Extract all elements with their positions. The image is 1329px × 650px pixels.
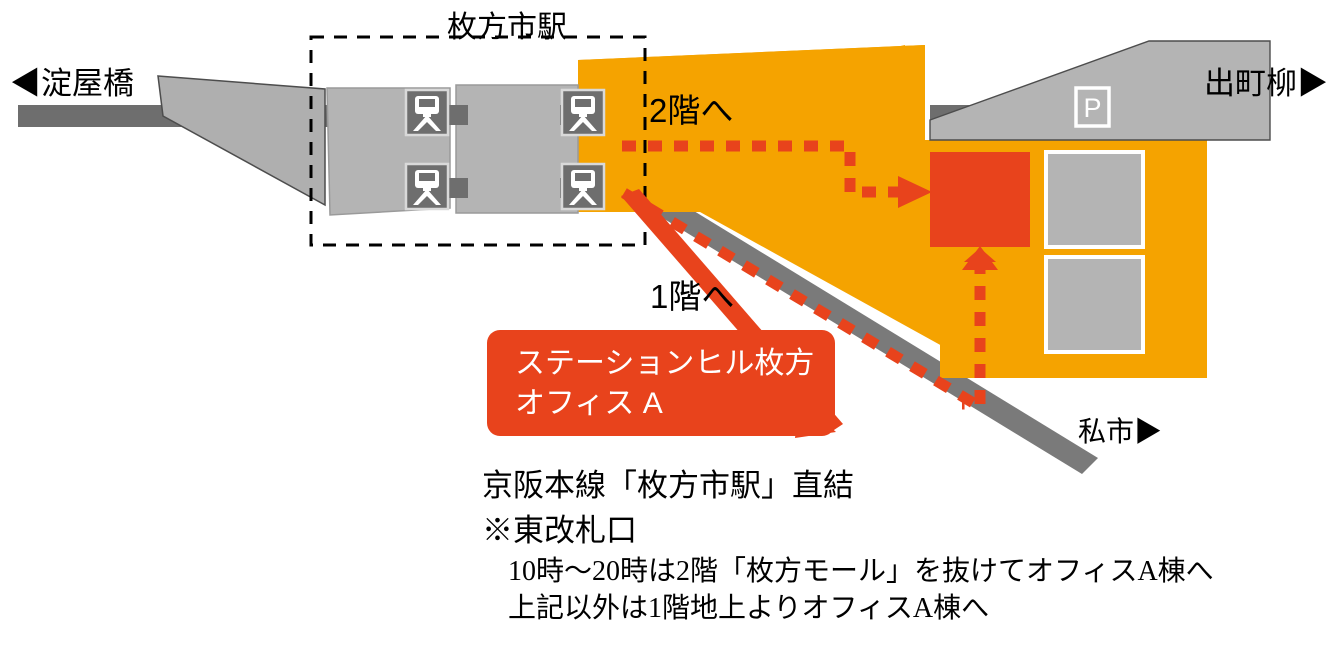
office-a-building (930, 152, 1030, 247)
train-icon (560, 88, 606, 137)
route-2f-path (622, 140, 900, 198)
mall-orange-upper (578, 45, 925, 148)
train-icon (404, 162, 450, 211)
parking-icon-letter: P (1083, 93, 1101, 123)
direction-label-west: ◀淀屋橋 (10, 66, 134, 101)
direction-label-east: 出町柳▶ (1204, 66, 1328, 101)
note-line-daytime-route: 10時〜20時は2階「枚方モール」を抜けてオフィスA棟へ (508, 556, 1214, 587)
route-1f-label: 1階へ (650, 278, 735, 315)
note-line-station-link: 京阪本線「枚方市駅」直結 (482, 468, 854, 503)
platform-west (157, 75, 326, 207)
parking-deck (929, 40, 1271, 141)
office-callout-box: ステーションヒル枚方 オフィス A (487, 330, 835, 436)
callout-line-2: オフィス A (515, 387, 663, 420)
building-block-lower (1044, 255, 1145, 354)
route-2f-arrowhead (898, 176, 932, 208)
access-notes: 京阪本線「枚方市駅」直結 ※東改札口 10時〜20時は2階「枚方モール」を抜けて… (482, 463, 1322, 627)
station-name-label: 枚方市駅 (447, 11, 567, 44)
callout-line-1: ステーションヒル枚方 (515, 347, 815, 380)
note-line-gate-heading: ※東改札口 (482, 513, 637, 548)
building-block-upper (1044, 150, 1145, 249)
train-icon (404, 88, 450, 137)
parking-icon-box (1074, 86, 1111, 128)
note-line-offhours-route: 上記以外は1階地上よりオフィスA棟へ (508, 593, 990, 624)
route-1f-arrowhead-tip (962, 246, 998, 270)
station-boundary-box (309, 35, 647, 247)
platform-building-center (455, 84, 579, 214)
train-icon (560, 162, 606, 211)
route-1f-path (621, 188, 995, 410)
direction-label-branch: 私市▶ (1078, 416, 1163, 447)
route-2f-label: 2階へ (649, 92, 734, 129)
